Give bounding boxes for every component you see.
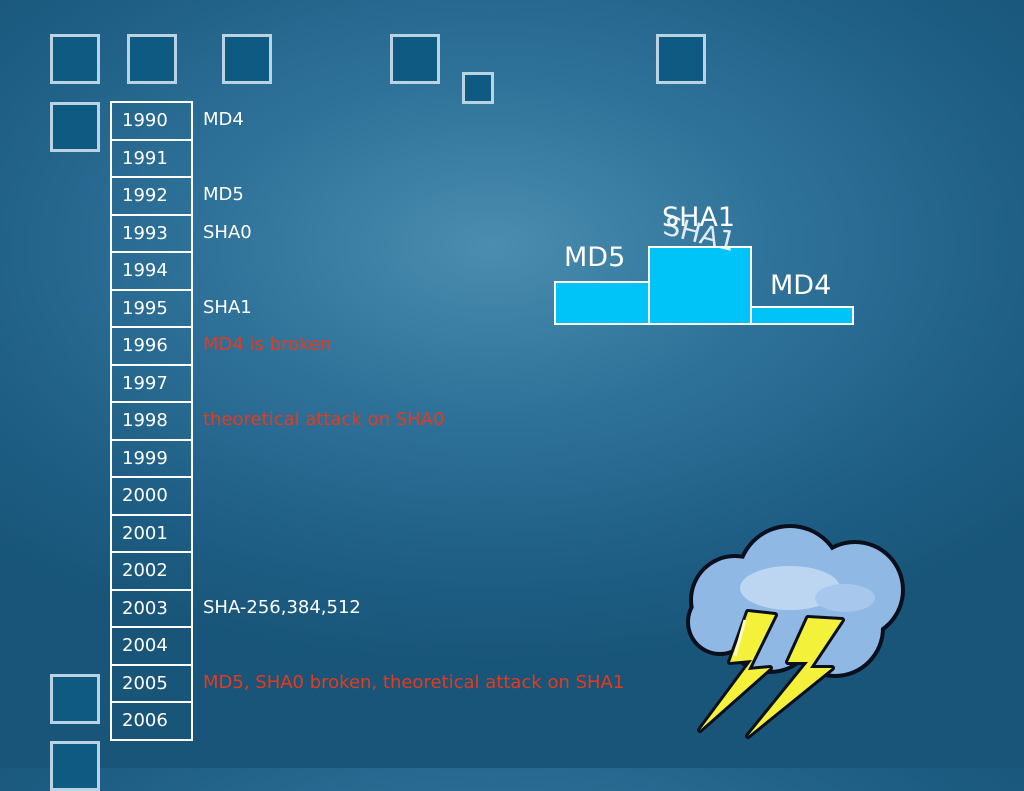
timeline-year: 2005 (110, 663, 193, 701)
cloud-puff (690, 592, 750, 652)
timeline-year: 1996 (110, 326, 193, 364)
timeline-year: 2004 (110, 626, 193, 664)
decorative-square (222, 34, 272, 84)
storm-cloud-lightning-icon (686, 524, 905, 739)
lightning-highlight (733, 619, 747, 657)
podium-block-sha1 (648, 246, 752, 325)
timeline-event: SHA-256,384,512 (203, 596, 361, 618)
timeline-event: MD5, SHA0 broken, theoretical attack on … (203, 671, 625, 693)
timeline-year: 2001 (110, 513, 193, 551)
timeline-year: 1995 (110, 288, 193, 326)
timeline-year: 2006 (110, 701, 193, 741)
timeline-year: 2003 (110, 588, 193, 626)
podium-block-md4 (750, 306, 854, 325)
podium-label-md5: MD5 (564, 242, 626, 273)
timeline-year: 1993 (110, 213, 193, 251)
timeline-event: MD4 is broken (203, 334, 332, 355)
timeline-year: 1997 (110, 363, 193, 401)
timeline-event: SHA1 (203, 296, 252, 318)
podium-label-sha1: SHA1 (662, 202, 736, 233)
decorative-square (50, 34, 100, 84)
decorative-square (127, 34, 177, 84)
timeline-event: theoretical attack on SHA0 (203, 409, 445, 430)
timeline-year: 2002 (110, 551, 193, 589)
timeline-year: 1999 (110, 438, 193, 476)
timeline-event: MD4 (203, 109, 244, 130)
cloud-highlight (815, 584, 875, 612)
decorative-square (656, 34, 706, 84)
lightning-bolt (700, 612, 775, 730)
hash-podium (554, 246, 905, 739)
timeline-year: 1998 (110, 401, 193, 439)
decorative-square (50, 102, 100, 152)
timeline-event: MD5 (203, 184, 244, 205)
timeline-year: 1991 (110, 138, 193, 176)
timeline-year: 1992 (110, 176, 193, 214)
lightning-bolt (748, 618, 842, 736)
timeline-year: 1990 (110, 101, 193, 139)
podium-label-md4: MD4 (770, 270, 832, 301)
decorative-square (462, 72, 494, 104)
timeline-year: 1994 (110, 251, 193, 289)
podium-block-md5 (554, 281, 650, 325)
timeline-year: 2000 (110, 476, 193, 514)
decorative-square (390, 34, 440, 84)
cloud-highlight (740, 566, 840, 610)
timeline-event: SHA0 (203, 221, 252, 243)
decorative-square (50, 674, 100, 724)
